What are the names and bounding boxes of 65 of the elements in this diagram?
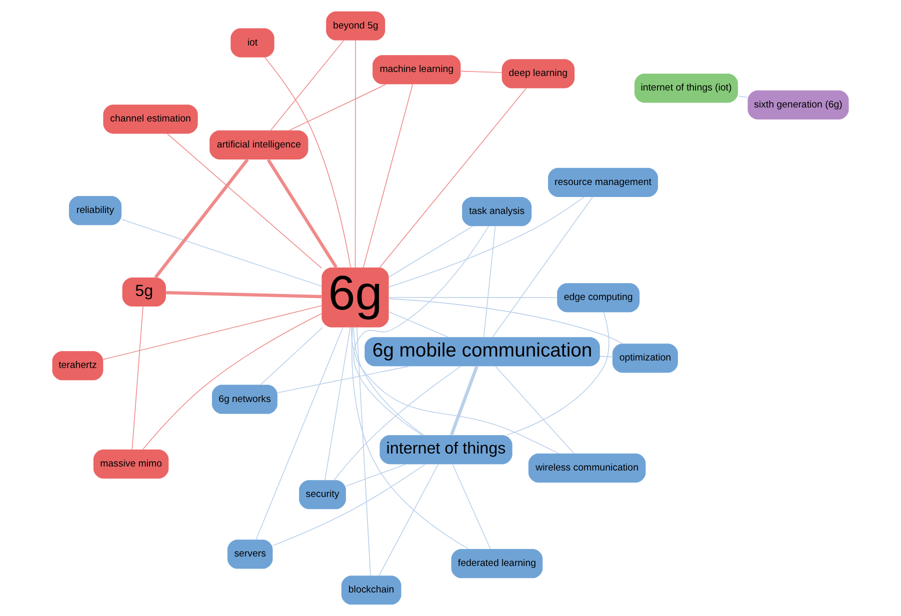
- connector: [354, 40, 356, 268]
- node-box: federated learning: [451, 549, 543, 578]
- connector: [495, 366, 574, 454]
- connector: [103, 305, 322, 360]
- connector: [121, 219, 322, 287]
- node-box: internet of things: [380, 435, 512, 464]
- connector: [334, 366, 462, 480]
- node-box: massive mimo: [93, 449, 169, 479]
- connector: [270, 40, 344, 131]
- connector: [506, 312, 610, 436]
- connector: [388, 311, 448, 338]
- connector: [378, 464, 439, 576]
- connector: [272, 464, 426, 546]
- connector: [142, 313, 322, 450]
- connector: [379, 88, 527, 268]
- node-box: servers: [227, 540, 273, 569]
- node-box: machine learning: [372, 55, 461, 84]
- connector: [388, 226, 474, 278]
- connector: [353, 327, 424, 436]
- node-box: blockchain: [341, 576, 402, 605]
- node-box: iot: [230, 28, 274, 58]
- connector: [266, 158, 338, 268]
- node-box: internet of things (iot): [634, 74, 738, 103]
- connector: [132, 306, 144, 450]
- node-box: task analysis: [462, 197, 532, 226]
- connector: [351, 327, 559, 454]
- connector: [260, 327, 324, 385]
- connector: [166, 290, 322, 298]
- connector: [353, 226, 489, 436]
- connector: [289, 84, 386, 131]
- connector: [166, 133, 322, 269]
- node-box: optimization: [612, 344, 678, 373]
- connector: [324, 326, 351, 480]
- node-box: security: [299, 480, 346, 510]
- connector: [362, 84, 414, 268]
- connector: [264, 57, 351, 268]
- connector: [388, 298, 623, 344]
- connector: [388, 297, 558, 298]
- connector: [600, 356, 613, 358]
- node-box: 6g networks: [212, 384, 278, 414]
- node-box: edge computing: [557, 283, 640, 312]
- node-box: 6g: [322, 268, 389, 328]
- node-box: wireless communication: [528, 453, 646, 483]
- connector: [460, 70, 502, 73]
- connector: [492, 196, 594, 338]
- node-box: 6g mobile communication: [364, 337, 600, 366]
- node-box: channel estimation: [103, 104, 198, 134]
- connector: [346, 464, 406, 486]
- node-box: resource management: [548, 168, 658, 197]
- node-box: artificial intelligence: [210, 130, 308, 160]
- connector: [351, 327, 469, 550]
- connector: [154, 158, 249, 278]
- node-box: terahertz: [52, 351, 104, 380]
- node-box: reliability: [68, 196, 122, 226]
- connector: [450, 366, 478, 436]
- connector: [277, 366, 410, 394]
- connector: [483, 226, 496, 338]
- connector: [256, 327, 344, 540]
- connector: [356, 326, 371, 576]
- connector: [738, 96, 748, 98]
- node-box: 5g: [122, 277, 166, 307]
- connector: [452, 464, 491, 550]
- node-box: beyond 5g: [326, 11, 386, 40]
- node-box: deep learning: [502, 59, 575, 88]
- node-box: sixth generation (6g): [748, 90, 849, 120]
